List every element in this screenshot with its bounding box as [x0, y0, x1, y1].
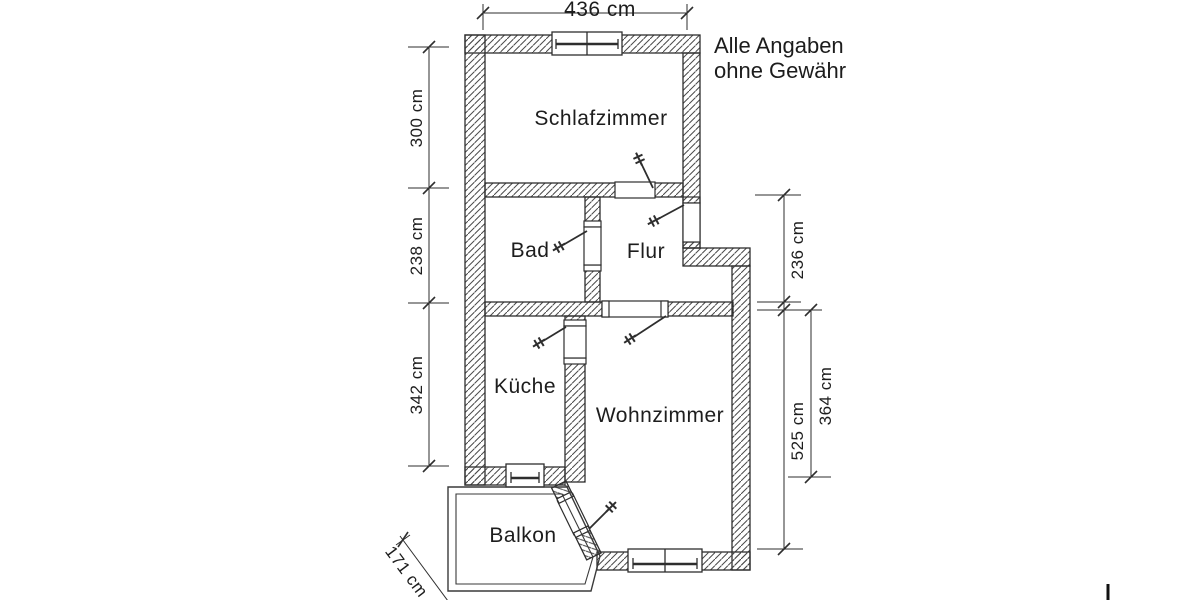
door-schlafzimmer [614, 181, 656, 199]
door-handle-icon [644, 212, 664, 230]
entrance-door-frame-bottom [682, 241, 701, 249]
door-swing-wohnzimmer [633, 315, 667, 338]
wohnzimmer-door-jamb-right [660, 300, 669, 318]
window-wohnzimmer [627, 548, 703, 573]
dimension-line-right-inner [788, 303, 831, 484]
door-handle-icon [529, 334, 549, 352]
wall-left [464, 34, 486, 486]
door-swing-balkon [588, 509, 609, 530]
dimension-label-236: 236 cm [788, 220, 807, 280]
room-label-wohnzimmer: Wohnzimmer [595, 404, 725, 427]
dimension-label-525: 525 cm [788, 401, 807, 461]
room-label-bad: Bad [510, 239, 550, 262]
door-swing-bad [562, 230, 588, 246]
disclaimer-line-2: ohne Gewähr [714, 58, 847, 83]
dimension-line-right-outer [755, 188, 822, 556]
dimension-line-top [476, 4, 694, 30]
door-handle-icon [630, 149, 648, 169]
entrance-door-frame-top [682, 196, 701, 204]
bad-door-frame-bottom [583, 264, 602, 272]
windows [505, 31, 703, 573]
balkon-outline [447, 486, 601, 592]
disclaimer-note: Alle Angaben ohne Gewähr [714, 33, 846, 83]
window-kueche [505, 463, 545, 488]
bad-door [583, 226, 602, 266]
balkon-door-group [556, 490, 591, 539]
door-swing-schlafzimmer [640, 162, 654, 189]
bad-door-frame-top [583, 220, 602, 228]
balkon-door-frame-top [556, 490, 575, 505]
wall-step [682, 247, 751, 267]
room-label-kueche: Küche [493, 375, 557, 398]
dimension-label-238: 238 cm [407, 216, 426, 276]
kueche-door [563, 325, 587, 359]
wohnzimmer-door [601, 300, 669, 318]
wohnzimmer-door-jamb-left [601, 300, 610, 318]
kueche-door-frame-top [563, 319, 587, 327]
room-label-flur: Flur [626, 240, 666, 263]
room-label-schlafzimmer: Schlafzimmer [534, 107, 668, 130]
dimension-label-300: 300 cm [407, 88, 426, 148]
dimension-label-436: 436 cm [564, 0, 636, 21]
window-schlafzimmer [551, 31, 623, 56]
door-swings [529, 149, 685, 530]
dimension-line-balkon [395, 531, 448, 600]
wall-right-lower [731, 265, 751, 571]
doors [556, 181, 701, 539]
entrance-door [682, 202, 701, 243]
disclaimer-line-1: Alle Angaben [714, 33, 844, 58]
dimension-lines [395, 4, 831, 600]
door-swing-kueche [542, 326, 567, 342]
door-swing-entrance [657, 204, 685, 220]
dimension-label-342: 342 cm [407, 355, 426, 415]
room-label-balkon: Balkon [489, 524, 557, 547]
door-handle-icon [549, 238, 569, 256]
dimension-line-left [408, 40, 449, 473]
door-handle-icon [620, 329, 640, 349]
kueche-door-frame-bottom [563, 357, 587, 365]
dimension-label-364: 364 cm [816, 366, 835, 426]
